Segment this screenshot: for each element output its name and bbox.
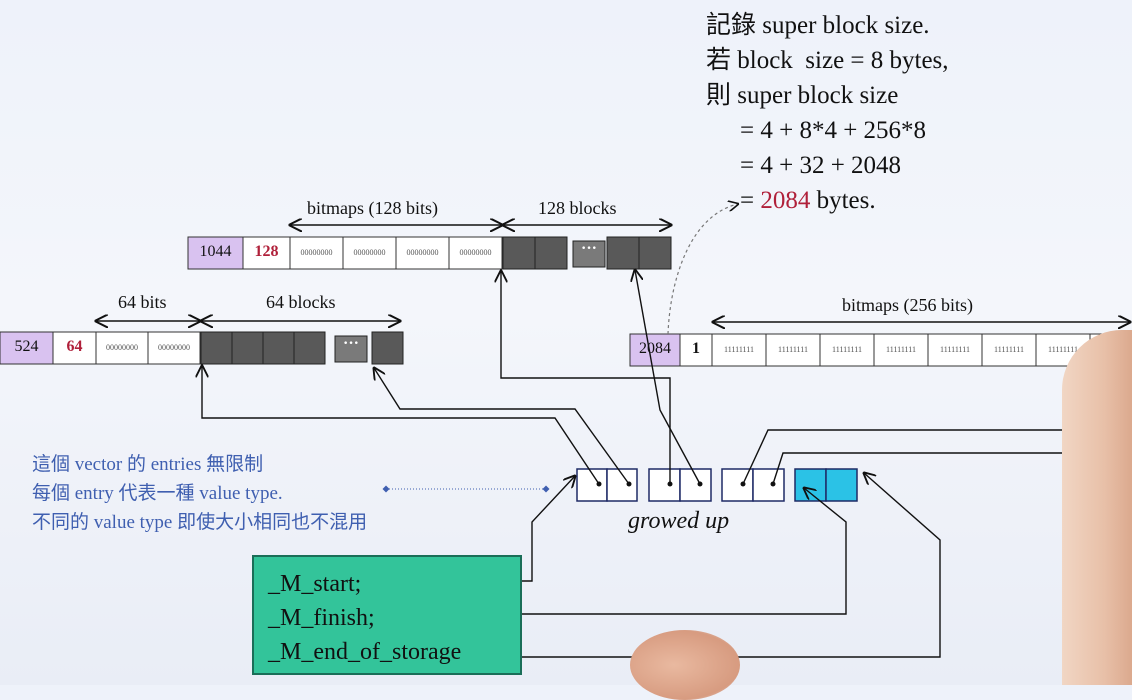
note-eq: =	[740, 187, 761, 214]
row3-bitmaps-label: bitmaps (256 bits)	[842, 295, 973, 315]
row1-ellipsis: ···	[580, 240, 597, 257]
note-line-3: 則 super block size	[706, 82, 899, 109]
struct-member-end-of-storage: _M_end_of_storage	[268, 639, 462, 665]
row1-bitmap-bits: 00000000	[353, 248, 386, 257]
row1-count-value: 128	[254, 243, 279, 260]
cn-line-1: 這個 vector 的 entries 無限制	[32, 454, 264, 475]
row2-size-value: 524	[14, 338, 39, 355]
vector-free-slot	[794, 468, 827, 502]
note-line-4: = 4 + 8*4 + 256*8	[740, 117, 927, 144]
row2-bitmap-cells	[95, 331, 201, 365]
note-line-1: 記錄 super block size.	[706, 12, 930, 39]
row3-bitmap-bits: 11111111	[1048, 345, 1078, 354]
note-unit: bytes.	[810, 187, 876, 214]
row1-bitmap-bits: 00000000	[300, 248, 333, 257]
vector-explanation: 這個 vector 的 entries 無限制 每個 entry 代表一種 va…	[32, 450, 367, 537]
note-line-2: 若 block size = 8 bytes,	[706, 47, 949, 74]
row1-blocks-label: 128 blocks	[538, 198, 617, 218]
row1-bitmap-bits: 00000000	[406, 248, 439, 257]
struct-member-start: _M_start;	[268, 571, 362, 597]
vector-struct-box: _M_start; _M_finish; _M_end_of_storage	[252, 555, 522, 675]
row2-block-cells	[200, 331, 404, 365]
row3-bitmap-bits: 11111111	[940, 345, 970, 354]
row3-count-value: 1	[692, 340, 700, 357]
row2-bitmap-bits: 00000000	[106, 343, 138, 352]
row3-bitmap-bits: 11111111	[994, 345, 1024, 354]
row1-bitmaps-label: bitmaps (128 bits)	[307, 198, 438, 218]
row3-bitmap-bits: 11111111	[886, 345, 916, 354]
row1-block-cells	[502, 236, 672, 270]
row1-bitmap-bits: 00000000	[459, 248, 492, 257]
super-block-note: 記錄 super block size. 若 block size = 8 by…	[706, 8, 949, 218]
row2-count-cell	[52, 331, 97, 365]
row2-blocks-label: 64 blocks	[266, 292, 336, 312]
row2-bitmap-bits: 00000000	[158, 343, 190, 352]
row1-superblock	[187, 225, 672, 270]
row1-bitmap-cells	[289, 236, 503, 270]
row2-ellipsis: ···	[342, 335, 359, 352]
row3-size-value: 2084	[639, 340, 671, 357]
row1-count-cell	[242, 236, 291, 270]
row2-count-value: 64	[66, 338, 83, 355]
row1-size-value: 1044	[199, 243, 232, 260]
vector-free-slot	[825, 468, 858, 502]
row3-count-cell	[679, 333, 713, 367]
cn-line-3: 不同的 value type 即使大小相同也不混用	[32, 512, 368, 533]
row3-bitmap-bits: 11111111	[832, 345, 862, 354]
growed-up-label: growed up	[628, 508, 730, 534]
cn-line-2: 每個 entry 代表一種 value type.	[32, 483, 283, 504]
row2-bits-label: 64 bits	[118, 292, 167, 312]
note-line-6: = 2084 bytes.	[706, 183, 949, 218]
row2-superblock	[0, 321, 404, 365]
presenter-hand	[630, 630, 740, 700]
row3-bitmap-bits: 11111111	[778, 345, 808, 354]
diagram-canvas	[0, 0, 1132, 661]
presenter-arm	[1062, 330, 1132, 685]
row1-size-cell	[187, 236, 244, 270]
vector-slots	[576, 468, 858, 502]
vector-pointers	[202, 270, 1132, 485]
struct-member-finish: _M_finish;	[268, 605, 375, 631]
row3-bitmap-bits: 11111111	[724, 345, 754, 354]
size-note-connector	[667, 204, 738, 335]
note-total-bytes: 2084	[760, 187, 811, 214]
row2-size-cell	[0, 331, 54, 365]
note-line-5: = 4 + 32 + 2048	[740, 152, 902, 179]
